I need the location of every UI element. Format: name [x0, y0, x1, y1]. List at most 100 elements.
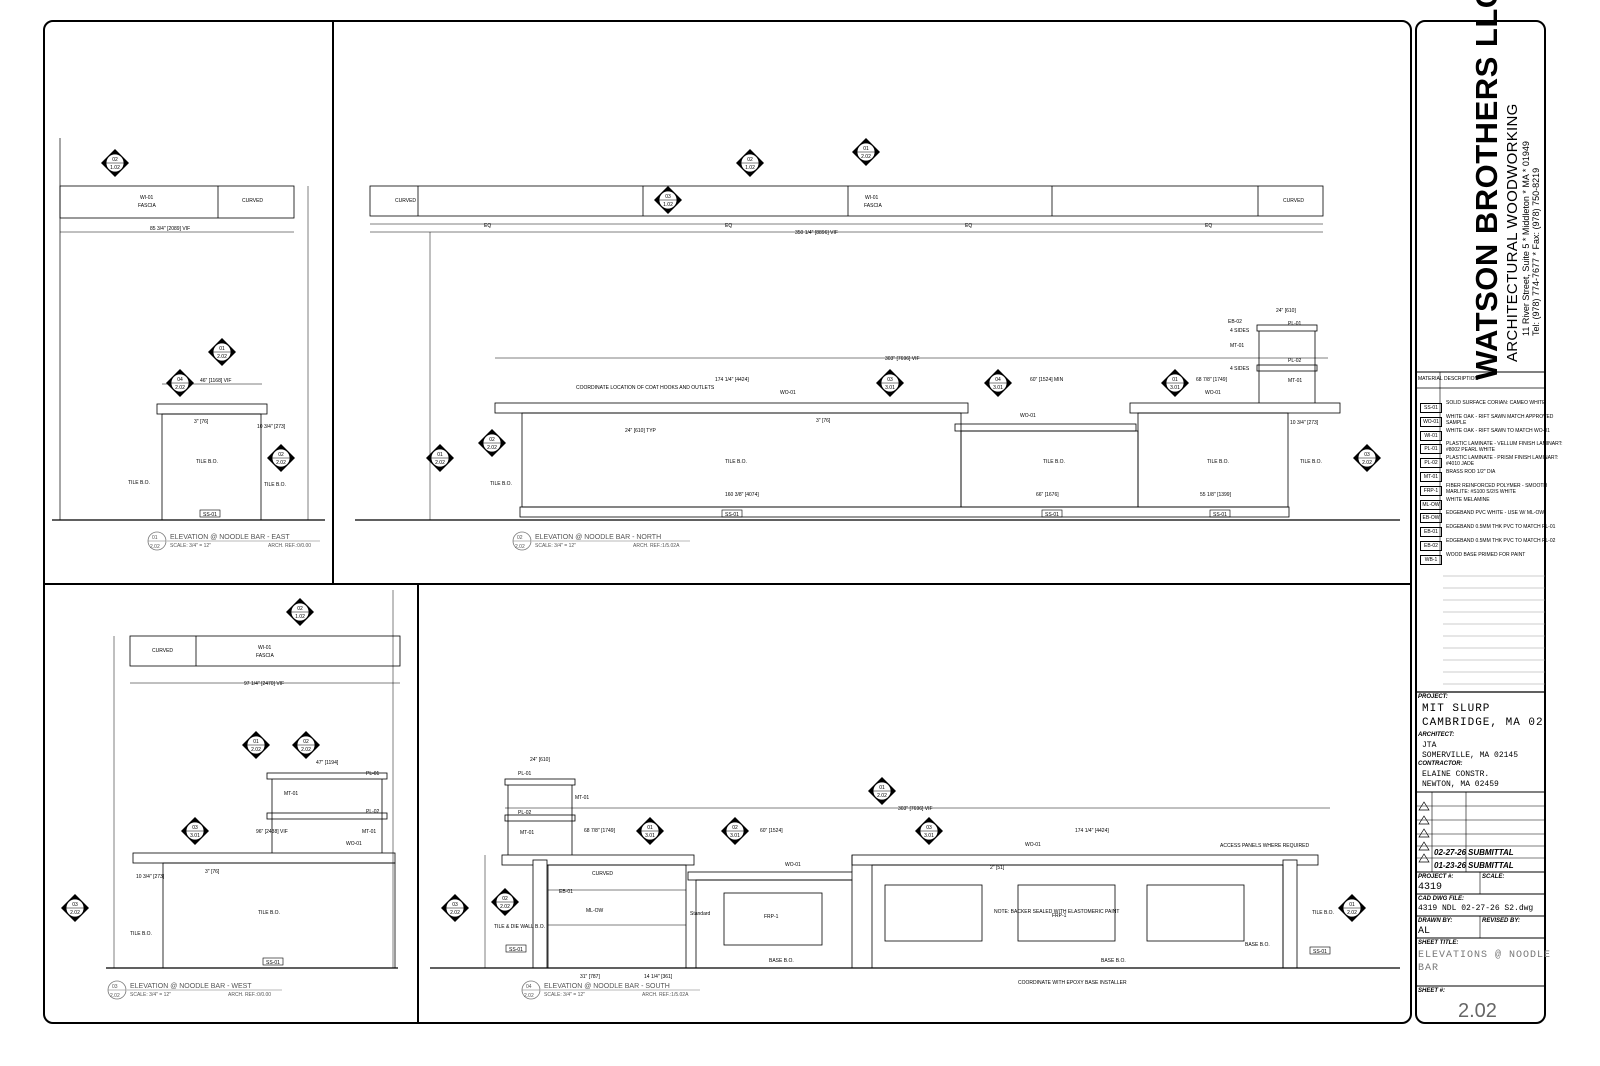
view-04-sheet: 2.02 — [524, 993, 534, 999]
material-code: EB-02 — [1420, 541, 1442, 551]
east-top-dim: 46" [1168] VIF — [200, 378, 231, 384]
callout-number: 03 — [926, 825, 932, 831]
view-02-title: ELEVATION @ NOODLE BAR - NORTH — [535, 534, 661, 541]
view-01-num: 01 — [152, 535, 158, 541]
callout-sheet: 3.01 — [730, 833, 740, 839]
south-31-dim: 31" [787] — [580, 974, 600, 980]
south-ml01: ML-OW — [586, 908, 604, 914]
view-01-scale: SCALE: 3/4" = 12" — [170, 543, 211, 549]
east-tile-bo-left: TILE B.O. — [128, 480, 150, 486]
west-wi01: WI-01 — [258, 645, 272, 651]
north-wo01-1: WO-01 — [780, 390, 796, 396]
east-ss01-label: SS-01 — [203, 512, 217, 518]
section-callout-marker: 043.01 — [984, 369, 1012, 397]
view-03-num: 03 — [112, 984, 118, 990]
west-10-dim: 10 3/4" [273] — [136, 874, 165, 880]
scale-label: SCALE: — [1482, 874, 1505, 880]
north-eq-1: EQ — [484, 223, 491, 229]
west-47-dim: 47" [1194] — [316, 760, 339, 766]
callout-sheet: 3.01 — [885, 385, 895, 391]
north-wo01-3: WO-01 — [1205, 390, 1221, 396]
firm-phone: Tel: (978) 774-7677 * Fax: (978) 750-821… — [1531, 167, 1541, 336]
north-curved-left: CURVED — [395, 198, 416, 204]
south-epoxy: COORDINATE WITH EPOXY BASE INSTALLER — [1018, 980, 1127, 986]
callout-number: 02 — [278, 452, 284, 458]
section-callouts: 021.02021.02012.02031.02012.02042.02033.… — [61, 138, 1381, 922]
section-callout-marker: 013.01 — [636, 817, 664, 845]
north-pl02: PL-02 — [1288, 358, 1302, 364]
project-label: PROJECT: — [1418, 694, 1448, 700]
view-02-sheet: 2.02 — [515, 544, 525, 550]
material-description: EDGEBAND 0.5MM THK PVC TO MATCH PL-02 — [1446, 538, 1556, 544]
east-fascia-label: FASCIA — [138, 203, 156, 209]
north-tile-5: TILE B.O. — [1300, 459, 1322, 465]
callout-number: 02 — [112, 157, 118, 163]
section-callout-marker: 022.02 — [267, 444, 295, 472]
north-160-dim: 160 3/8" [4074] — [725, 492, 759, 498]
cad-label: CAD DWG FILE: — [1418, 896, 1464, 902]
callout-number: 01 — [253, 739, 259, 745]
west-tile-1: TILE B.O. — [258, 910, 280, 916]
material-code: WI-01 — [1420, 430, 1442, 441]
project-city: CAMBRIDGE, MA 02 — [1422, 717, 1544, 729]
section-callout-marker: 022.02 — [491, 888, 519, 916]
north-wi01-label: WI-01 — [865, 195, 879, 201]
south-174-dim: 174 1/4" [4424] — [1075, 828, 1109, 834]
section-callout-marker: 032.02 — [1353, 444, 1381, 472]
callout-sheet: 1.02 — [663, 202, 673, 208]
north-10-dim: 10 3/4" [273] — [1290, 420, 1319, 426]
west-curved: CURVED — [152, 648, 173, 654]
south-ss01-tag-2 — [1309, 946, 1331, 955]
material-code: FRP-1 — [1420, 485, 1442, 496]
south-wo01-1: WO-01 — [785, 862, 801, 868]
north-coord-note: COORDINATE LOCATION OF COAT HOOKS AND OU… — [576, 385, 715, 391]
elevation-south — [430, 778, 1400, 969]
north-24-dim: 24" [610] — [1276, 308, 1296, 314]
project-no: 4319 — [1418, 882, 1443, 893]
view-01-sheet: 2.02 — [150, 544, 160, 550]
section-callout-marker: 021.02 — [101, 149, 129, 177]
east-tile-bo: TILE B.O. — [196, 459, 218, 465]
callout-number: 01 — [863, 146, 869, 152]
callout-sheet: 2.02 — [175, 385, 185, 391]
callout-sheet: 2.02 — [500, 904, 510, 910]
south-base-bo-3: BASE B.O. — [1101, 958, 1126, 964]
north-3-dim: 3" [76] — [816, 418, 831, 424]
section-callout-marker: 023.01 — [721, 817, 749, 845]
section-callout-marker: 032.02 — [441, 894, 469, 922]
west-tile-2: TILE B.O. — [130, 931, 152, 937]
view-01-title: ELEVATION @ NOODLE BAR - EAST — [170, 534, 290, 541]
view-03-ref: ARCH. REF.:0/0.00 — [228, 992, 271, 998]
north-ss01-tag-3 — [1209, 509, 1231, 518]
south-303-dim: 303" [7696] VIF — [898, 806, 933, 812]
callout-number: 01 — [879, 785, 885, 791]
callout-sheet: 2.02 — [276, 460, 286, 466]
material-description: PLASTIC LAMINATE - PRISM FINISH LAMINART… — [1446, 455, 1559, 468]
callout-number: 02 — [502, 896, 508, 902]
south-tile-die: TILE & DIE WALL B.O. — [494, 924, 545, 930]
north-fascia-label: FASCIA — [864, 203, 882, 209]
rev-1-desc: SUBMITTAL — [1468, 861, 1514, 870]
material-row: FRP-1 FIBER REINFORCED POLYMER - SMOOTH M… — [1418, 483, 1568, 499]
callout-sheet: 3.01 — [993, 385, 1003, 391]
elevation-west — [106, 590, 401, 969]
south-24-dim: 24" [610] — [530, 757, 550, 763]
material-description: FIBER REINFORCED POLYMER - SMOOTH MARLIT… — [1446, 482, 1548, 495]
north-curved-right: CURVED — [1283, 198, 1304, 204]
callout-sheet: 2.02 — [251, 747, 261, 753]
north-4sides-2: 4 SIDES — [1230, 366, 1250, 372]
firm-subtitle: ARCHITECTURAL WOODWORKING — [1504, 103, 1521, 362]
section-callout-marker: 012.02 — [426, 444, 454, 472]
view-02-scale: SCALE: 3/4" = 12" — [535, 543, 576, 549]
north-ss01-tag-1 — [721, 509, 743, 518]
callout-number: 02 — [297, 606, 303, 612]
section-callout-marker: 042.02 — [166, 369, 194, 397]
callout-number: 01 — [1349, 902, 1355, 908]
rev-2-desc: SUBMITTAL — [1468, 848, 1514, 857]
material-description: BRASS ROD 1/2" DIA — [1446, 469, 1496, 475]
section-callout-marker: 012.02 — [868, 777, 896, 805]
south-mt01: MT-01 — [575, 795, 589, 801]
north-66-dim: 66" [1676] — [1036, 492, 1059, 498]
